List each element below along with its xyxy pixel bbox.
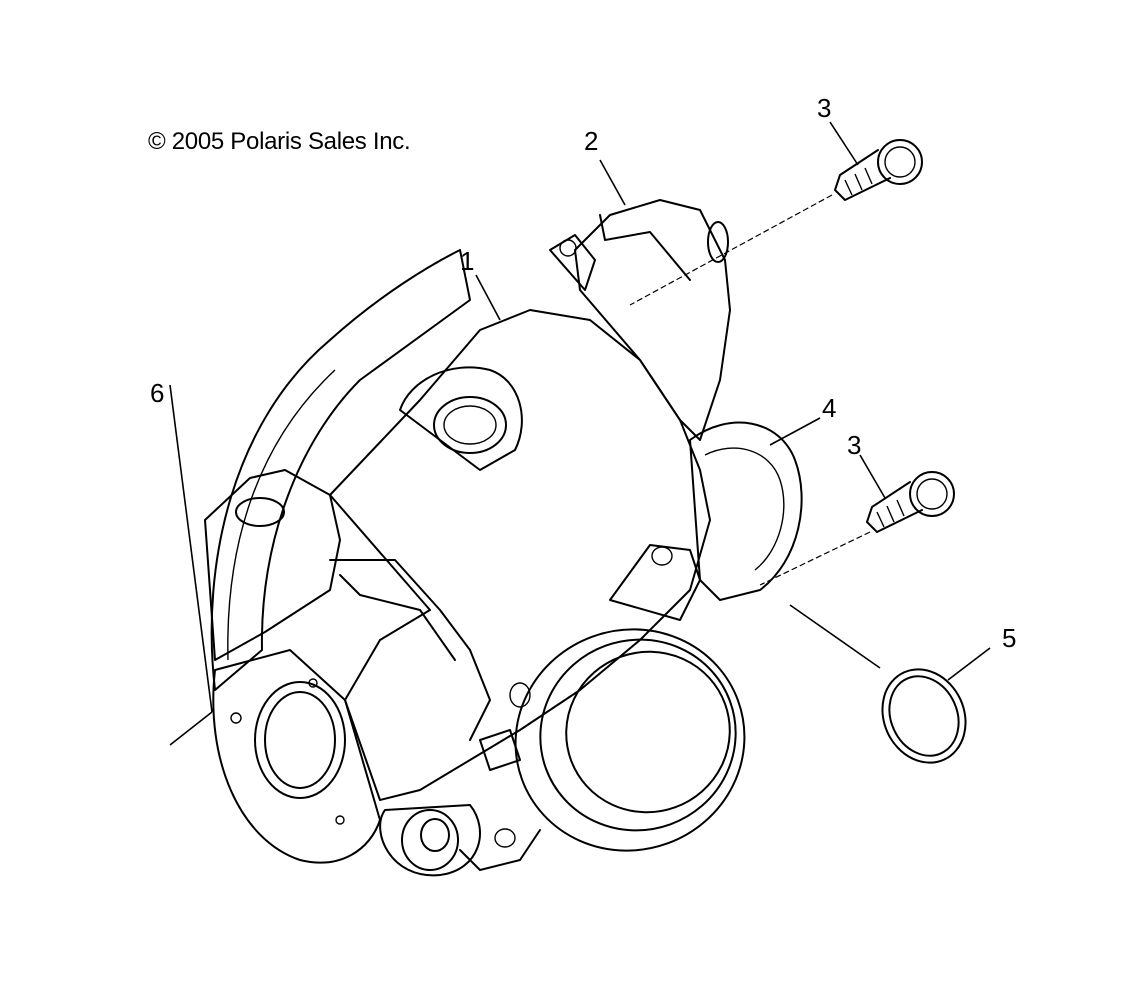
screw-axis-bottom (759, 531, 871, 586)
leader-3b (859, 454, 886, 499)
leader-6-fix (169, 711, 213, 746)
throttle-body (204, 199, 803, 877)
callout-3-bottom: 3 (847, 430, 862, 460)
callout-5: 5 (1002, 623, 1017, 653)
copyright-text: © 2005 Polaris Sales Inc. (148, 128, 411, 155)
o-ring (881, 668, 967, 764)
callout-1: 1 (460, 246, 475, 276)
callout-2: 2 (584, 126, 599, 156)
leader-5 (947, 647, 991, 681)
leader-1 (475, 274, 501, 321)
screw-top (834, 139, 923, 201)
screw-axis-top (629, 194, 833, 306)
leader-2 (599, 159, 626, 206)
screw-bottom (866, 471, 955, 533)
leader-3a (829, 121, 859, 166)
leader-4 (769, 417, 821, 446)
leader-6 (169, 384, 213, 713)
callout-3-top: 3 (817, 93, 832, 123)
callout-4: 4 (822, 393, 837, 423)
callout-6: 6 (150, 378, 165, 408)
leader-5b (789, 604, 881, 669)
